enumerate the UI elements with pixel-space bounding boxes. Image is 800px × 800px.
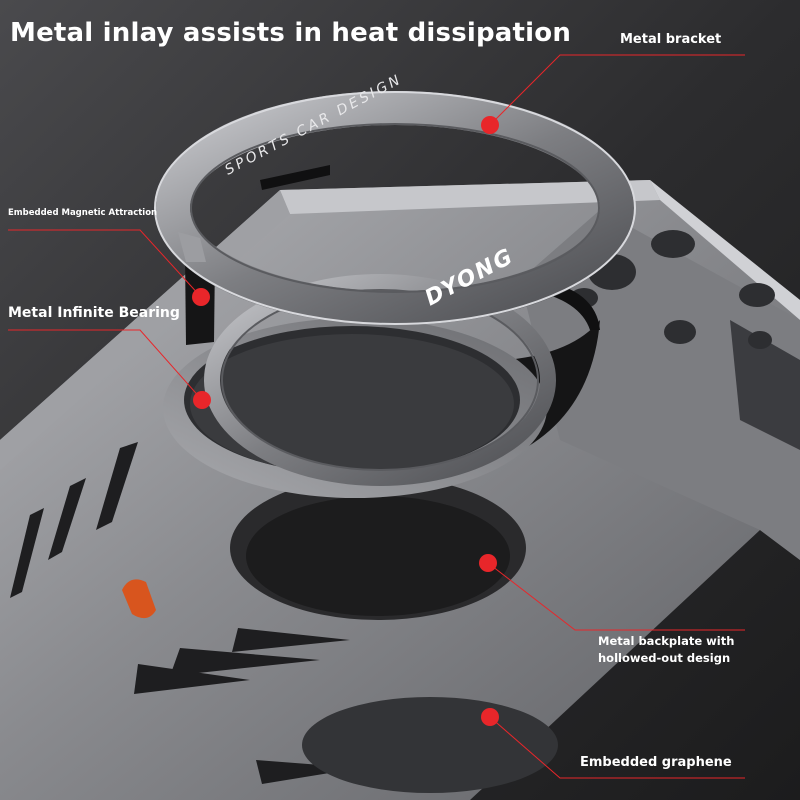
bracket-tab	[178, 232, 206, 262]
vent-slit	[96, 442, 138, 530]
screen-window	[730, 320, 800, 450]
vent-slit	[48, 478, 86, 560]
callout-metal-bracket: Metal bracket	[620, 32, 722, 47]
callout-magnetic: Embedded Magnetic Attraction	[8, 208, 158, 218]
callout-line	[487, 562, 745, 631]
callout-backplate: Metal backplate with hollowed-out design	[598, 633, 734, 667]
vent-slit	[10, 508, 44, 598]
vent-slit	[134, 664, 250, 694]
orange-button	[122, 579, 156, 619]
metal-bracket-ring	[156, 91, 634, 325]
case-edge	[280, 180, 660, 214]
graphene-disk	[302, 697, 558, 793]
headline: Metal inlay assists in heat dissipation	[10, 18, 572, 48]
callout-backplate-line1: Metal backplate with	[598, 634, 735, 648]
callout-lines	[8, 54, 745, 779]
callout-backplate-line2: hollowed-out design	[598, 651, 731, 665]
camera-hole	[748, 331, 772, 349]
callout-bearing: Metal Infinite Bearing	[8, 305, 180, 321]
callout-graphene: Embedded graphene	[580, 755, 732, 770]
vent-slit	[170, 648, 320, 676]
callout-line	[489, 716, 745, 779]
callout-line	[8, 329, 203, 401]
callout-line	[489, 54, 745, 126]
callout-line	[8, 229, 202, 298]
camera-hole	[664, 320, 696, 344]
camera-hole	[739, 283, 775, 307]
inner-ring	[204, 274, 556, 486]
camera-hole	[651, 230, 695, 258]
vent-slit	[232, 628, 350, 652]
